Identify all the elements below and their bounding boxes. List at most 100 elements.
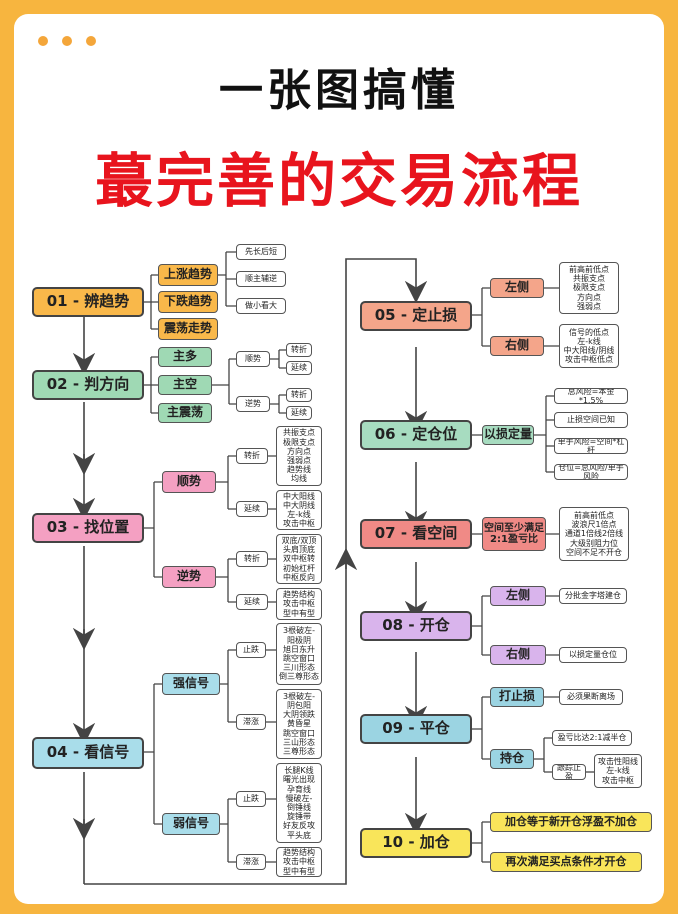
- leaf-item: 孕育线: [287, 784, 311, 794]
- position-leaf-list: 共振支点极限支点方向点强弱点趋势线均线: [276, 426, 322, 486]
- stoploss-leaf-list: 前高前低点共振支点极限支点方向点强弱点: [559, 262, 619, 314]
- leaf-item: 空间不足不开仓: [566, 547, 622, 557]
- decor-dot: [38, 36, 48, 46]
- step-01-box: 01 - 辨趋势: [32, 287, 144, 317]
- position-size-note: 仓位=总风险/单手风险: [554, 464, 628, 480]
- leaf-item: 三山形态: [283, 737, 315, 747]
- leaf-item: 旭日东升: [283, 644, 315, 654]
- leaf-item: 趋势结构: [283, 590, 315, 600]
- leaf-item: 平头底: [287, 830, 311, 840]
- leaf-item: 大阴领跌: [283, 710, 315, 720]
- leaf-item: 攻击性阳线: [598, 757, 638, 767]
- close-option-stoploss: 打止损: [490, 687, 544, 707]
- signal-branch: 滞涨: [236, 854, 266, 870]
- position-size-note: 止损空间已知: [554, 412, 628, 428]
- open-option-left: 左侧: [490, 586, 546, 606]
- leaf-item: 跳空窗口: [283, 654, 315, 663]
- connector-lines: [72, 251, 594, 885]
- space-leaf-list: 前高前低点波浪尺1倍点通道1倍线2倍线大级别阻力位空间不足不开仓: [559, 507, 629, 561]
- step-09-box: 09 - 平仓: [360, 714, 472, 744]
- step-03-box: 03 - 找位置: [32, 513, 144, 543]
- trend-note: 先长后短: [236, 244, 286, 260]
- position-leaf-list: 中大阳线中大阴线左-k线攻击中枢: [276, 490, 322, 530]
- position-branch: 转折: [236, 551, 268, 567]
- leaf-item: 强弱点: [577, 301, 601, 311]
- leaf-item: 强弱点: [287, 456, 311, 465]
- leaf-item: 好友反攻: [283, 821, 315, 831]
- trend-option-up: 上涨趋势: [158, 264, 218, 286]
- stoploss-leaf-list: 信号的低点左-k线中大阳线/阴线攻击中枢低点: [559, 324, 619, 368]
- direction-leaf: 转折: [286, 343, 312, 357]
- space-option-line: 2:1盈亏比: [490, 534, 538, 545]
- leaf-item: 中枢反向: [283, 572, 315, 582]
- position-branch: 转折: [236, 448, 268, 464]
- leaf-item: 三川形态: [283, 663, 315, 673]
- leaf-item: 攻击中枢: [283, 599, 315, 609]
- step-02-box: 02 - 判方向: [32, 370, 144, 400]
- leaf-item: 旋锤带: [287, 812, 311, 822]
- close-note: 盈亏比达2:1减半仓: [552, 730, 632, 746]
- open-note: 以损定量仓位: [559, 647, 627, 663]
- leaf-item: 共振支点: [573, 274, 605, 284]
- leaf-item: 中大阴线: [283, 500, 315, 510]
- decor-dot: [86, 36, 96, 46]
- position-branch: 延续: [236, 594, 268, 610]
- direction-leaf: 延续: [286, 406, 312, 420]
- signal-option: 弱信号: [162, 813, 220, 835]
- signal-option: 强信号: [162, 673, 220, 695]
- signal-branch: 止跌: [236, 642, 266, 658]
- signal-leaf-list: 3根破左-阴包阳大阴领跌黄昏星跳空窗口三山形态三尊形态: [276, 689, 322, 759]
- trend-option-down: 下跌趋势: [158, 291, 218, 313]
- add-position-rule: 加仓等于新开仓浮盈不加仓: [490, 812, 652, 832]
- step-06-box: 06 - 定仓位: [360, 420, 472, 450]
- leaf-item: 波浪尺1倍点: [571, 520, 617, 530]
- leaf-item: 极限支点: [573, 283, 605, 293]
- trend-option-range: 震荡走势: [158, 318, 218, 340]
- space-option: 空间至少满足 2:1盈亏比: [482, 517, 546, 551]
- leaf-item: 三尊形态: [283, 746, 315, 756]
- decor-dot: [62, 36, 72, 46]
- direction-option: 主多: [158, 347, 212, 367]
- direction-leaf: 转折: [286, 388, 312, 402]
- leaf-item: 长腿K线: [284, 766, 314, 776]
- leaf-item: 双中枢转: [283, 554, 315, 564]
- close-option-hold: 持仓: [490, 749, 534, 769]
- stoploss-option-right: 右侧: [490, 336, 544, 356]
- position-size-option: 以损定量: [482, 425, 534, 445]
- leaf-item: 倒锤线: [287, 803, 311, 812]
- direction-option: 主空: [158, 375, 212, 395]
- close-note: 跟踪止盈: [552, 764, 586, 780]
- position-option: 逆势: [162, 566, 216, 588]
- leaf-item: 黄昏星: [287, 719, 311, 729]
- signal-leaf-list: 3根破左-阳极阴旭日东升跳空窗口三川形态倒三尊形态: [276, 623, 322, 685]
- leaf-item: 方向点: [287, 446, 311, 456]
- leaf-item: 阳极阴: [287, 635, 311, 645]
- close-note: 必须果断离场: [559, 689, 623, 705]
- leaf-item: 前高前低点: [574, 511, 614, 521]
- step-10-box: 10 - 加仓: [360, 828, 472, 858]
- leaf-item: 阴包阳: [287, 701, 311, 711]
- open-note: 分批金字塔建仓: [559, 588, 627, 604]
- trend-note: 顺主辅逆: [236, 271, 286, 287]
- position-leaf-list: 趋势结构攻击中枢型中有型: [276, 588, 322, 620]
- space-option-line: 空间至少满足: [484, 522, 544, 534]
- direction-leaf: 延续: [286, 361, 312, 375]
- leaf-item: 中大阳线: [283, 491, 315, 501]
- infographic-card: 一张图搞懂 蕞完善的交易流程: [14, 14, 664, 904]
- title-line-2: 蕞完善的交易流程: [94, 147, 583, 215]
- leaf-item: 3根破左-: [283, 626, 315, 636]
- leaf-item: 倒三尊形态: [279, 672, 319, 682]
- leaf-item: 攻击中枢低点: [565, 355, 613, 365]
- leaf-item: 方向点: [577, 292, 601, 302]
- leaf-item: 大级别阻力位: [570, 538, 618, 548]
- stoploss-option-left: 左侧: [490, 278, 544, 298]
- position-option: 顺势: [162, 471, 216, 493]
- position-leaf-list: 双底/双顶头肩顶底双中枢转初始杠杆中枢反向: [276, 534, 322, 584]
- step-07-box: 07 - 看空间: [360, 519, 472, 549]
- leaf-item: 极限支点: [283, 437, 315, 447]
- close-leaf-list: 攻击性阳线左-k线攻击中枢: [594, 754, 642, 788]
- leaf-item: 左-k线: [606, 766, 630, 776]
- leaf-item: 跳空窗口: [283, 728, 315, 738]
- leaf-item: 趋势线: [287, 465, 311, 475]
- leaf-item: 共振支点: [283, 428, 315, 438]
